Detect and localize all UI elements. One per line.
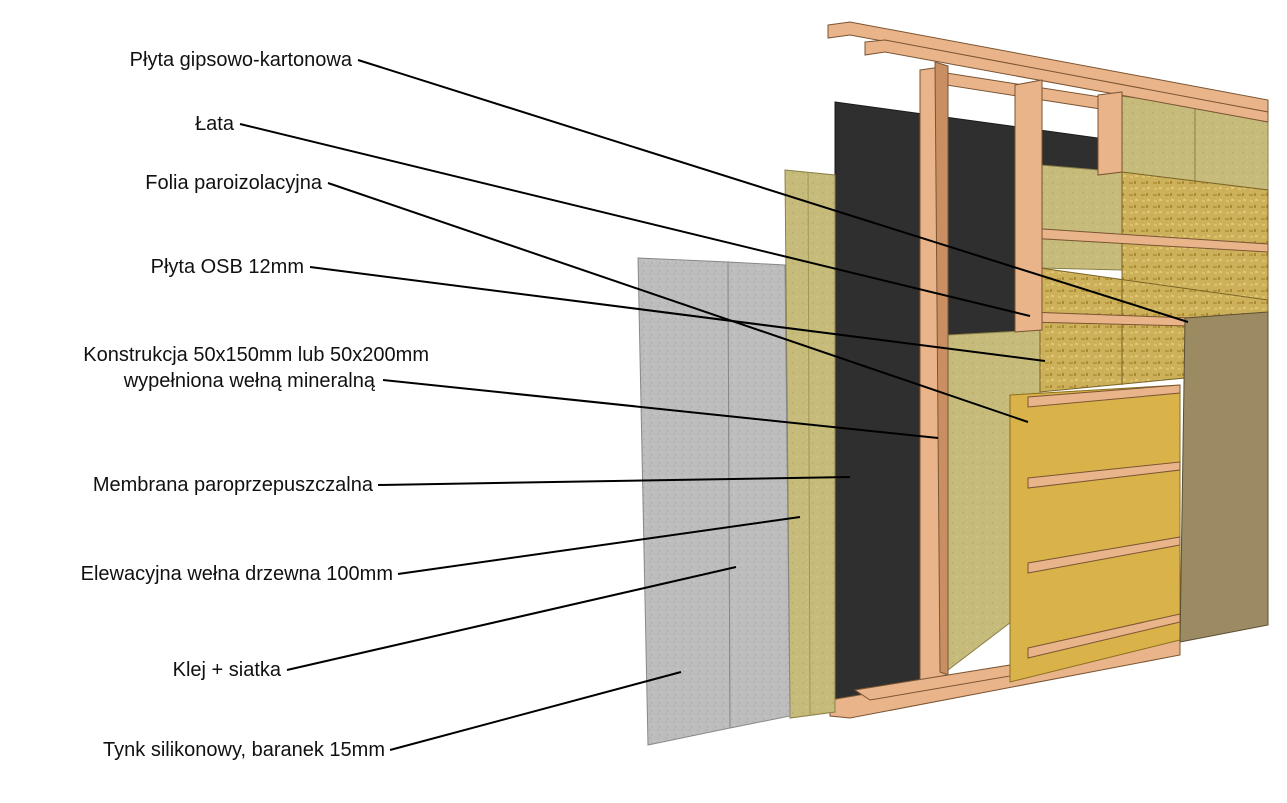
yellow-battens <box>1027 384 1181 659</box>
stud-second <box>1014 79 1043 333</box>
label-glue-mesh: Klej + siatka <box>172 659 281 681</box>
label-structure-line2: wypełniona wełną mineralną <box>123 370 375 392</box>
osb-battens <box>1027 227 1269 327</box>
leader-structure <box>382 379 939 439</box>
leader-glue-mesh <box>286 566 737 671</box>
label-vapor-foil: Folia paroizolacyjna <box>145 172 322 194</box>
leader-vapor-foil <box>327 182 1029 423</box>
label-wood-wool: Elewacyjna wełna drzewna 100mm <box>80 563 393 585</box>
label-membrane: Membrana paroprzepuszczalna <box>92 474 373 496</box>
leader-lines <box>239 59 1189 751</box>
y-batten-3 <box>1027 536 1181 574</box>
y-batten-2 <box>1027 461 1181 489</box>
leader-lath <box>239 123 1031 317</box>
plaster-panel-1 <box>637 257 731 746</box>
leader-osb <box>309 266 1046 362</box>
label-plaster: Tynk silikonowy, baranek 15mm <box>103 739 385 761</box>
top-plate-2 <box>864 39 1269 123</box>
top-frame-group <box>827 21 1269 191</box>
label-structure-line1: Konstrukcja 50x150mm lub 50x200mm <box>83 344 429 366</box>
y-batten-1 <box>1027 384 1181 408</box>
plaster-panel-2 <box>727 261 791 729</box>
gypsum-board <box>1179 311 1269 643</box>
leader-plaster <box>389 671 682 751</box>
stud-third <box>1097 91 1123 176</box>
label-lath: Łata <box>195 113 234 135</box>
label-gypsum: Płyta gipsowo-kartonowa <box>129 49 352 71</box>
label-osb: Płyta OSB 12mm <box>150 256 304 278</box>
mineral-wool-upper <box>1039 164 1123 271</box>
leader-gypsum <box>357 59 1189 323</box>
leader-wood-wool <box>397 516 801 575</box>
leader-membrane <box>377 476 851 486</box>
